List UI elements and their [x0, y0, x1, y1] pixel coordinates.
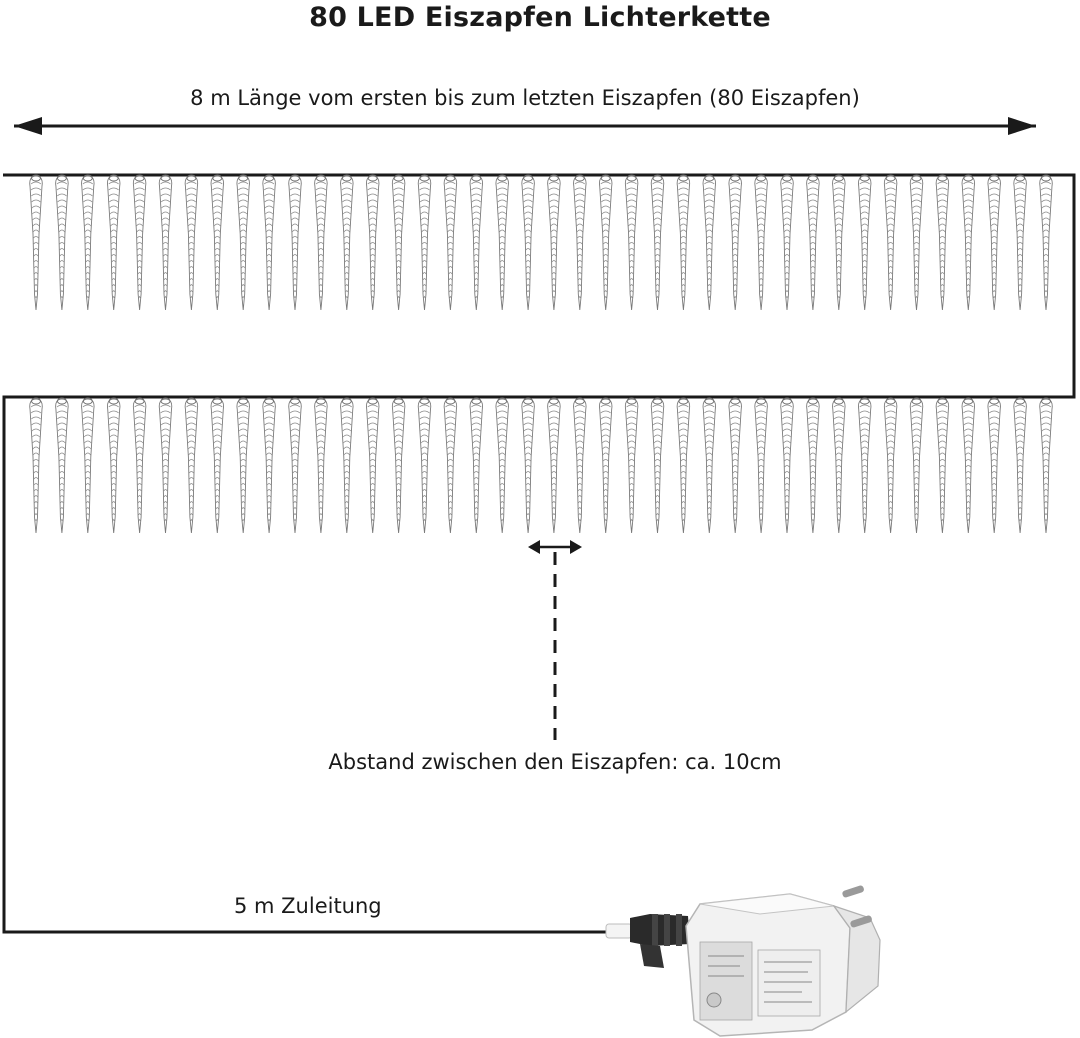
- arrow-right-head-icon: [1008, 117, 1036, 135]
- icicle-led-icon: [391, 174, 406, 311]
- icicle-led-icon: [961, 174, 975, 311]
- icicle-led-icon: [1039, 397, 1053, 534]
- icicle-led-icon: [521, 174, 535, 311]
- icicle-led-icon: [624, 397, 639, 534]
- spacing-indicator: [528, 540, 582, 740]
- icicle-led-icon: [236, 174, 250, 311]
- icicle-led-icon: [1039, 174, 1053, 311]
- icicle-led-icon: [81, 397, 95, 534]
- icicle-led-icon: [650, 397, 665, 534]
- icicle-led-icon: [599, 397, 613, 534]
- icicle-led-icon: [443, 174, 458, 311]
- icicle-led-icon: [236, 397, 250, 534]
- icicle-led-icon: [106, 174, 121, 311]
- icicle-led-icon: [832, 174, 846, 311]
- icicle-led-icon: [495, 397, 509, 534]
- icicle-led-icon: [340, 174, 354, 311]
- icicle-led-icon: [1013, 397, 1027, 534]
- icicle-led-icon: [599, 174, 613, 311]
- icicle-led-icon: [158, 397, 173, 534]
- cable-label: 5 m Zuleitung: [234, 894, 382, 918]
- icicle-led-icon: [909, 174, 924, 311]
- icicle-led-icon: [210, 174, 225, 311]
- icicle-led-icon: [754, 174, 768, 311]
- icicle-row-top: [29, 174, 1053, 311]
- arrow-left-head-icon: [14, 117, 42, 135]
- icicle-led-icon: [702, 397, 716, 534]
- icicle-led-icon: [702, 174, 716, 311]
- icicle-led-icon: [443, 397, 458, 534]
- icicle-led-icon: [340, 397, 354, 534]
- icicle-led-icon: [29, 174, 43, 311]
- length-label: 8 m Länge vom ersten bis zum letzten Eis…: [190, 86, 860, 110]
- icicle-led-icon: [987, 174, 1001, 311]
- power-adapter-icon: [605, 885, 881, 1037]
- icicle-led-icon: [832, 397, 846, 534]
- icicle-row-bottom: [29, 397, 1053, 534]
- icicle-led-icon: [728, 174, 742, 311]
- icicle-led-icon: [81, 174, 95, 311]
- spacing-arrow-left-icon: [528, 540, 540, 554]
- icicle-led-icon: [184, 397, 199, 534]
- icicle-led-icon: [288, 174, 302, 311]
- icicle-led-icon: [391, 397, 406, 534]
- icicle-led-icon: [676, 397, 691, 534]
- icicle-led-icon: [806, 397, 820, 534]
- icicle-led-icon: [55, 174, 69, 311]
- icicle-led-icon: [547, 397, 561, 534]
- icicle-led-icon: [676, 174, 691, 311]
- icicle-led-icon: [935, 174, 950, 311]
- spacing-arrow-right-icon: [570, 540, 582, 554]
- icicle-led-icon: [469, 174, 483, 311]
- icicle-led-icon: [780, 174, 794, 311]
- icicle-led-icon: [158, 174, 173, 311]
- icicle-led-icon: [883, 174, 898, 311]
- icicle-led-icon: [573, 174, 587, 311]
- icicle-led-icon: [935, 397, 950, 534]
- icicle-led-icon: [106, 397, 121, 534]
- icicle-led-icon: [417, 397, 432, 534]
- icicle-led-icon: [366, 174, 380, 311]
- icicle-led-icon: [858, 397, 872, 534]
- icicle-led-icon: [1013, 174, 1027, 311]
- icicle-led-icon: [132, 397, 147, 534]
- icicle-led-icon: [55, 397, 69, 534]
- icicle-led-icon: [754, 397, 768, 534]
- icicle-led-icon: [210, 397, 225, 534]
- icicle-led-icon: [417, 174, 432, 311]
- icicle-led-icon: [288, 397, 302, 534]
- icicle-led-icon: [29, 397, 43, 534]
- icicle-led-icon: [521, 397, 535, 534]
- icicle-led-icon: [184, 174, 199, 311]
- icicle-led-icon: [909, 397, 924, 534]
- icicle-led-icon: [728, 397, 742, 534]
- icicle-led-icon: [624, 174, 639, 311]
- icicle-led-icon: [806, 174, 820, 311]
- icicle-led-icon: [132, 174, 147, 311]
- icicle-led-icon: [495, 174, 509, 311]
- icicle-led-icon: [262, 397, 276, 534]
- cable-line: [2, 173, 1076, 934]
- icicle-led-icon: [262, 174, 276, 311]
- diagram-title: 80 LED Eiszapfen Lichterkette: [309, 2, 771, 33]
- icicle-led-icon: [314, 174, 328, 311]
- icicle-led-icon: [547, 174, 561, 311]
- icicle-led-icon: [573, 397, 587, 534]
- icicle-led-icon: [469, 397, 483, 534]
- icicle-led-icon: [780, 397, 794, 534]
- icicle-led-icon: [961, 397, 975, 534]
- icicle-led-icon: [883, 397, 898, 534]
- spacing-label: Abstand zwischen den Eiszapfen: ca. 10cm: [328, 750, 782, 774]
- icicle-led-icon: [366, 397, 380, 534]
- icicle-led-icon: [858, 174, 872, 311]
- length-arrow: [14, 117, 1036, 135]
- icicle-led-icon: [314, 397, 328, 534]
- icicle-led-icon: [987, 397, 1001, 534]
- icicle-led-icon: [650, 174, 665, 311]
